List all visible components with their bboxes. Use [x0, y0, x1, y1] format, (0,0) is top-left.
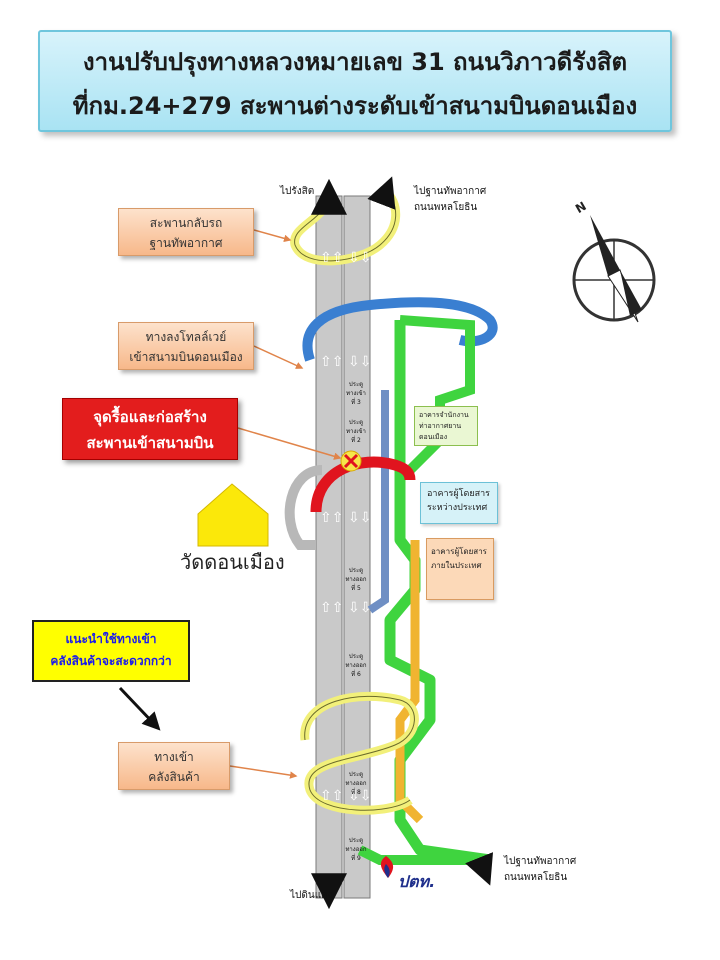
red-bridge-route	[310, 456, 416, 513]
to-din-daeng-label: ไปดินแดง	[290, 890, 333, 901]
temple-shape-icon	[197, 483, 269, 547]
gate-label: ประตูทางออกที่ 9	[345, 837, 367, 862]
svg-text:⇧⇧: ⇧⇧	[320, 250, 343, 266]
uturn-bridge-label: สะพานกลับรถ ฐานทัพอากาศ	[118, 208, 254, 256]
cargo-entrance-label: ทางเข้า คลังสินค้า	[118, 742, 230, 790]
arrow-to-airbase-top-icon	[367, 176, 396, 210]
title-line-1: งานปรับปรุงทางหลวงหมายเลข 31 ถนนวิภาวดีร…	[82, 48, 628, 76]
gate-label: ประตูทางเข้าที่ 3	[346, 381, 366, 406]
to-airbase-bottom-label: ไปฐานทัพอากาศ ถนนพหลโยธิน	[504, 856, 577, 883]
svg-text:⇩⇩: ⇩⇩	[348, 600, 371, 616]
gate-label: ประตูทางออกที่ 8	[345, 771, 367, 796]
compass-icon: N	[572, 199, 656, 323]
svg-text:⇩⇩: ⇩⇩	[348, 354, 371, 370]
gray-loop	[284, 465, 323, 550]
blue-tollway-loop	[302, 297, 498, 362]
international-terminal-label: อาคารผู้โดยสาร ระหว่างประเทศ	[420, 482, 498, 524]
svg-text:⇩⇩: ⇩⇩	[348, 510, 371, 526]
slate-route	[367, 390, 389, 614]
temple-label: วัดดอนเมือง	[180, 550, 285, 574]
ptt-logo-text: ปตท.	[398, 872, 436, 891]
tollway-ramp-label: ทางลงโทลล์เวย์ เข้าสนามบินดอนเมือง	[118, 322, 254, 370]
svg-text:N: N	[573, 199, 589, 216]
ptt-logo-icon	[380, 856, 394, 878]
svg-text:⇩⇩: ⇩⇩	[348, 788, 371, 804]
title-banner: งานปรับปรุงทางหลวงหมายเลข 31 ถนนวิภาวดีร…	[38, 30, 672, 132]
parking-building-label: อาคารจำนักงาน ท่าอากาศยาน ดอนเมือง	[414, 406, 478, 446]
gate-label: ประตูทางเข้าที่ 2	[346, 419, 366, 444]
svg-text:⇧⇧: ⇧⇧	[320, 788, 343, 804]
to-airbase-top-label: ไปฐานทัพอากาศ ถนนพหลโยธิน	[414, 186, 487, 213]
svg-text:⇧⇧: ⇧⇧	[320, 510, 343, 526]
recommendation-notice: แนะนำใช้ทางเข้า คลังสินค้าจะสะดวกกว่า	[32, 620, 190, 682]
lane-arrows: ⇧⇧ ⇩⇩ ⇧⇧ ⇩⇩ ⇧⇧ ⇩⇩ ⇧⇧ ⇩⇩ ⇧⇧ ⇩⇩	[320, 250, 371, 804]
demolition-notice: จุดรื้อและก่อสร้าง สะพานเข้าสนามบิน	[62, 398, 238, 460]
recommend-arrow-icon	[118, 686, 161, 731]
gate-label: ประตูทางออกที่ 6	[345, 653, 367, 678]
domestic-terminal-label: อาคารผู้โดยสาร ภายในประเทศ	[426, 538, 494, 600]
to-rangsit-label: ไปรังสิต	[280, 186, 315, 197]
close-x-icon	[340, 450, 362, 472]
title-line-2: ที่กม.24+279 สะพานต่างระดับเข้าสนามบินดอ…	[72, 92, 638, 120]
svg-text:⇩⇩: ⇩⇩	[348, 250, 371, 266]
arrow-to-airbase-bottom-icon	[465, 852, 494, 886]
svg-text:⇧⇧: ⇧⇧	[320, 600, 343, 616]
gate-label: ประตูทางออกที่ 5	[345, 567, 367, 592]
svg-text:⇧⇧: ⇧⇧	[320, 354, 343, 370]
